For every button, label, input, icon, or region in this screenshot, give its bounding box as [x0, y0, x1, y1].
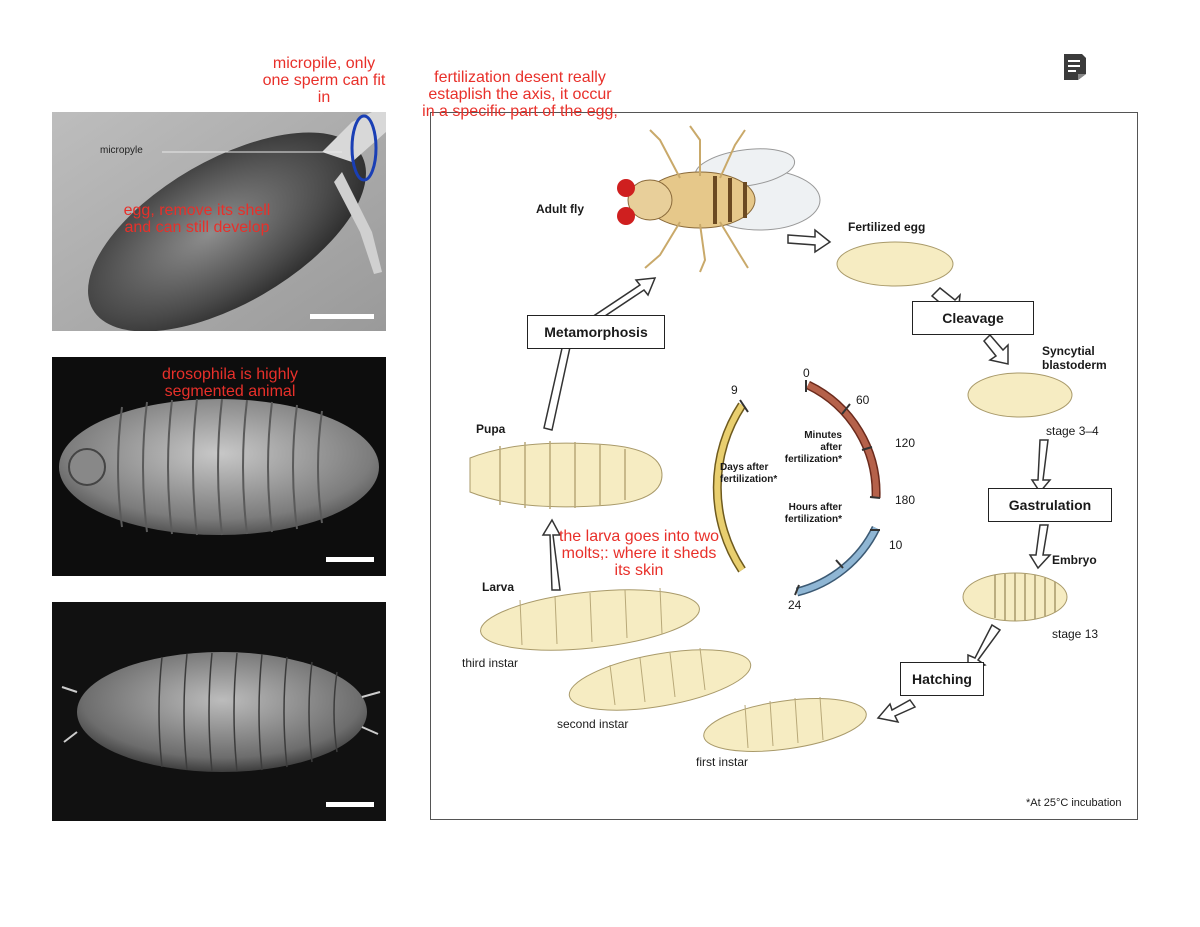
third-instar-illustration [480, 587, 700, 651]
hour-tick-24: 24 [788, 598, 802, 612]
pupa-micrograph [52, 602, 386, 821]
days-tick-9: 9 [731, 383, 738, 397]
note-larva: the larva goes into two molts;: where it… [558, 528, 720, 579]
note-micropile: micropile, only one sperm can fit in [262, 55, 386, 106]
second-instar-illustration [568, 647, 752, 711]
document-note-icon[interactable] [1062, 52, 1088, 82]
cleavage-box: Cleavage [912, 301, 1034, 335]
scale-bar [326, 802, 374, 807]
minutes-after-label: Minutes after fertilization* [784, 430, 842, 465]
first-instar-illustration [703, 696, 867, 752]
minute-tick-120: 120 [895, 436, 916, 450]
footnote: *At 25°C incubation [1026, 797, 1122, 809]
embryo-illustration [962, 572, 1068, 622]
syncytial-label: Syncytial blastoderm [1042, 344, 1107, 372]
larva-label: Larva [482, 580, 515, 594]
micropyle-label: micropyle [100, 145, 143, 156]
larva-micrograph [52, 357, 386, 576]
adult-fly-label: Adult fly [536, 202, 584, 216]
scale-bar [326, 557, 374, 562]
egg-micrograph: micropyle [52, 112, 386, 331]
note-drosophila: drosophila is highly segmented animal [161, 366, 299, 400]
syncytial-blastoderm-illustration [967, 372, 1073, 418]
pupa-illustration [469, 441, 663, 509]
fertilized-egg-label: Fertilized egg [848, 220, 926, 234]
hatching-box: Hatching [900, 662, 984, 696]
minute-tick-60: 60 [856, 393, 870, 407]
fertilized-egg-illustration [836, 241, 954, 287]
note-egg: egg, remove its shell and can still deve… [123, 202, 271, 236]
life-cycle-frame [430, 112, 1138, 820]
third-instar-label: third instar [462, 656, 519, 670]
hours-after-label: Hours after fertilization* [784, 502, 842, 525]
pupa-label: Pupa [476, 422, 506, 436]
minute-tick-180: 180 [895, 493, 916, 507]
stage-13-label: stage 13 [1052, 627, 1099, 641]
gastrulation-box: Gastrulation [988, 488, 1112, 522]
days-after-label: Days after fertilization* [720, 462, 778, 485]
embryo-label: Embryo [1052, 553, 1097, 567]
note-fertilization: fertilization desent really estaplish th… [422, 69, 618, 120]
metamorphosis-box: Metamorphosis [527, 315, 665, 349]
first-instar-label: first instar [696, 755, 749, 769]
minute-tick-0: 0 [803, 366, 810, 380]
second-instar-label: second instar [557, 717, 629, 731]
hour-tick-10: 10 [889, 538, 903, 552]
adult-fly-illustration [617, 125, 821, 273]
scale-bar [310, 314, 374, 319]
stage-3-4-label: stage 3–4 [1046, 424, 1099, 438]
